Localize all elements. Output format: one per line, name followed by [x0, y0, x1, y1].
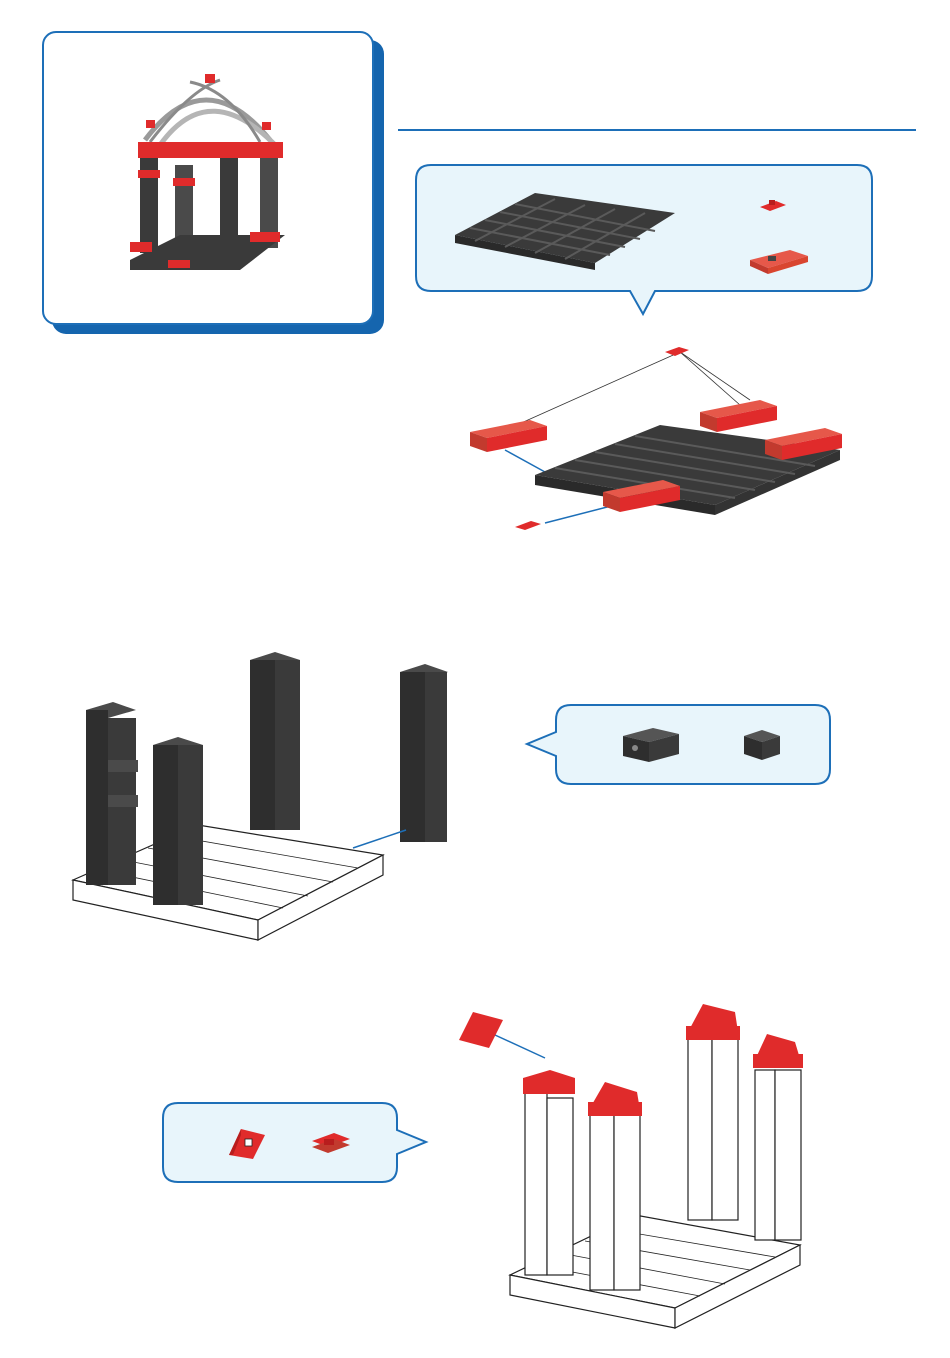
step-3-parts-callout	[162, 1102, 430, 1187]
red-block-icon	[750, 248, 808, 274]
step-2-assembly	[68, 650, 388, 950]
finished-model-illustration	[120, 70, 290, 285]
red-wedge-icon	[227, 1125, 267, 1159]
base-plate-icon	[455, 185, 675, 270]
step-1-assembly	[465, 340, 855, 560]
header-rule	[398, 129, 916, 131]
step-2-parts-callout	[525, 704, 835, 789]
red-double-clip-icon	[310, 1131, 352, 1157]
red-pin-icon	[760, 198, 786, 214]
step-3-assembly	[455, 990, 815, 1335]
black-cube-with-bore-icon	[623, 726, 679, 764]
black-small-cube-icon	[744, 728, 780, 762]
